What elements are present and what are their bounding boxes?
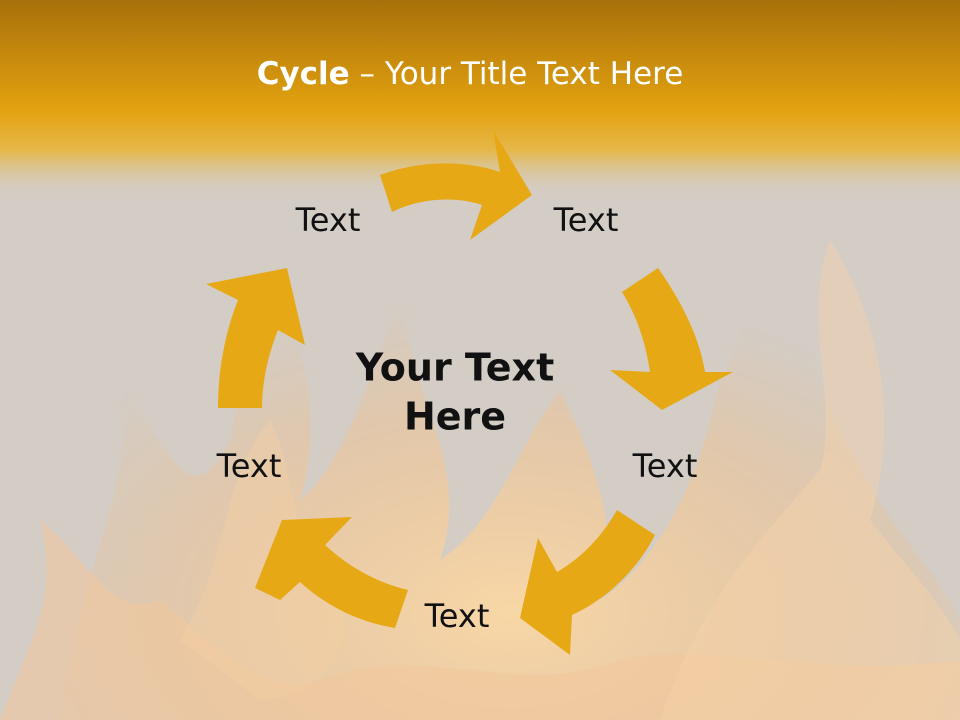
center-text-line2: Here — [403, 395, 507, 439]
title-rest: – Your Title Text Here — [349, 56, 684, 92]
cycle-arrow-top — [380, 130, 532, 240]
cycle-arrow-bottom-left — [255, 517, 408, 628]
cycle-node-left: Text — [216, 447, 282, 485]
cycle-arrow-right — [610, 268, 733, 410]
cycle-node-top-left: Text — [295, 201, 361, 239]
cycle-arrow-left — [206, 268, 305, 408]
title-bold: Cycle — [256, 56, 350, 92]
center-text: Your Text Here — [325, 344, 585, 443]
center-text-line1: Your Text — [355, 345, 555, 390]
slide-title: Cycle – Your Title Text Here — [0, 56, 940, 92]
cycle-node-top-right: Text — [553, 201, 619, 239]
cycle-node-right: Text — [632, 447, 698, 485]
cycle-arrow-bottom-right — [520, 510, 655, 655]
cycle-node-bottom: Text — [424, 597, 490, 635]
